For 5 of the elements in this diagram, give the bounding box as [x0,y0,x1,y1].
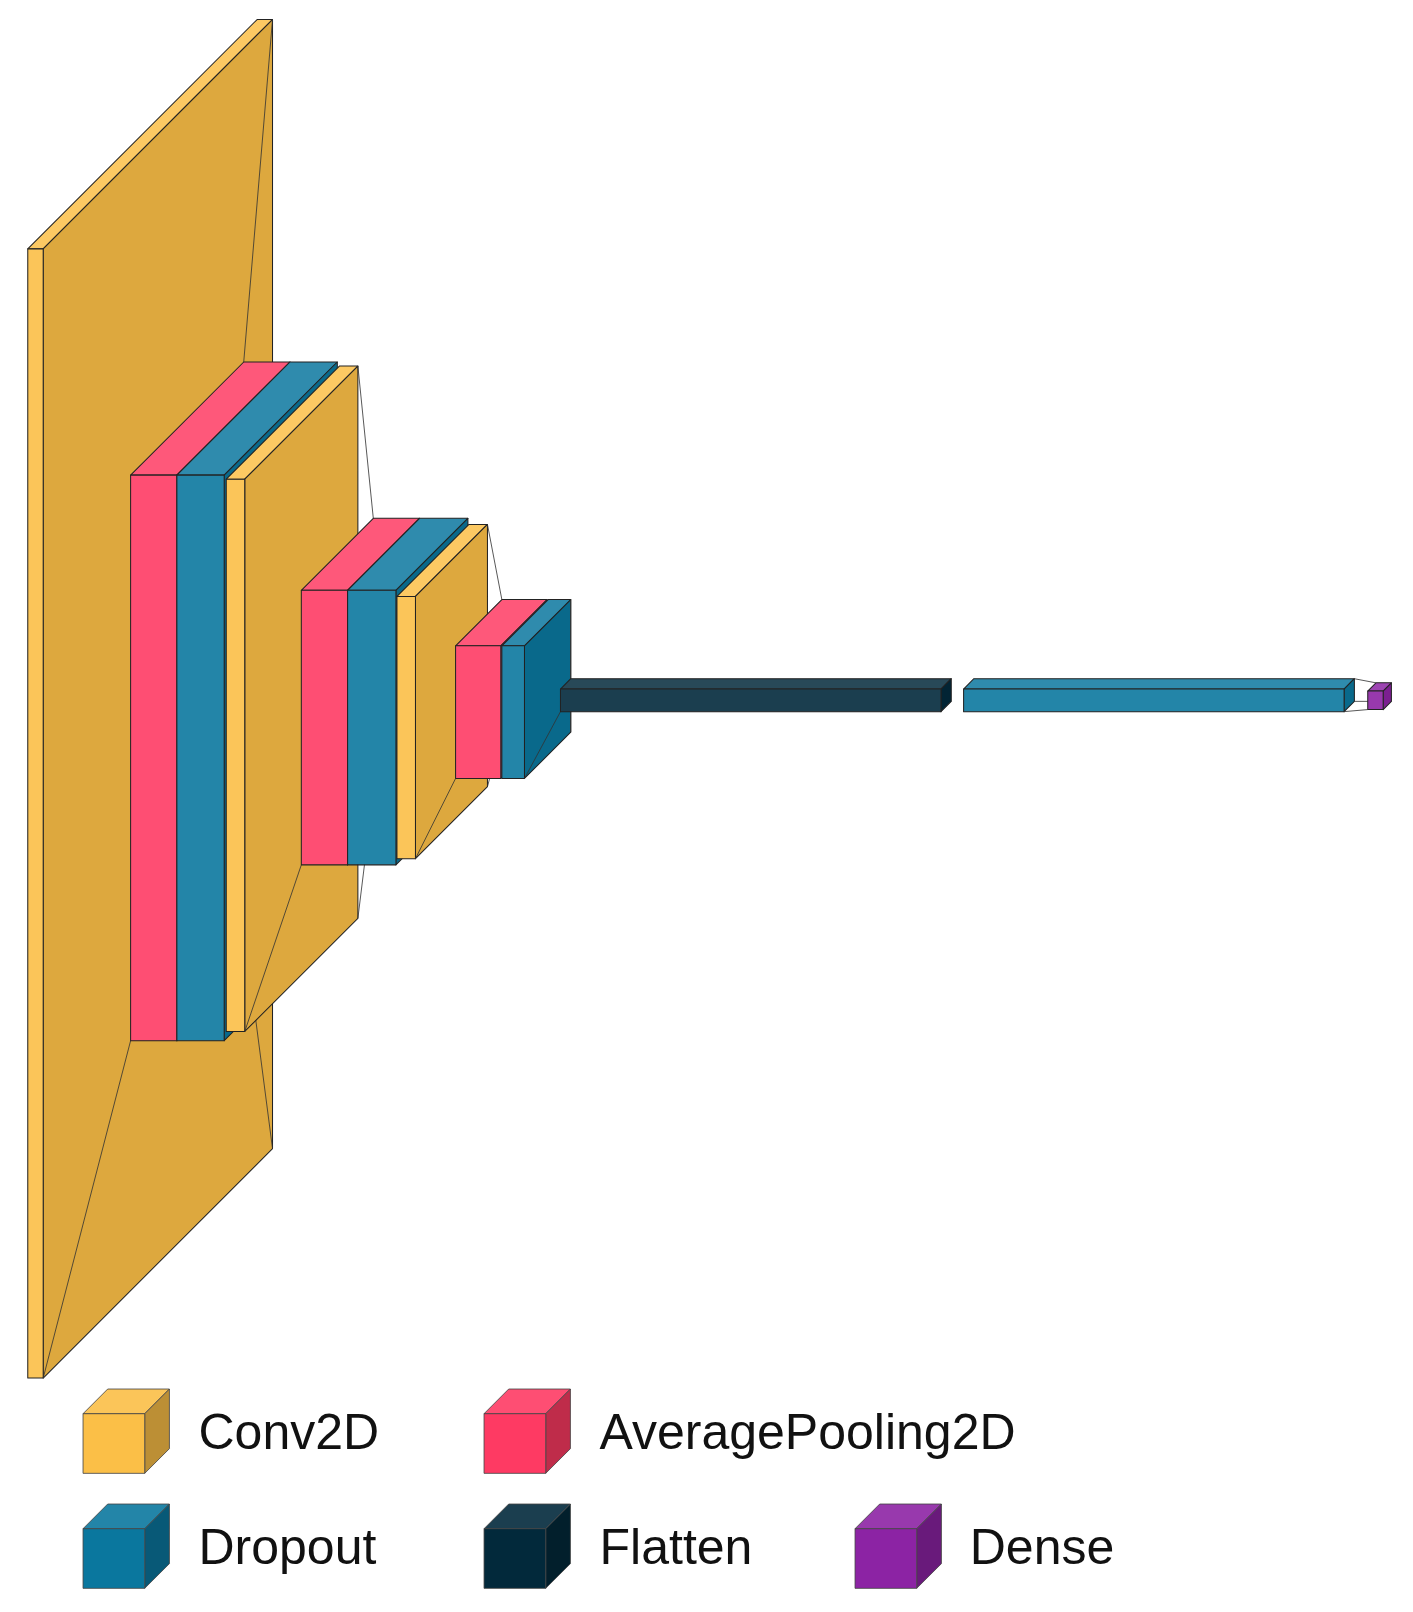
legend-label: Dense [969,1522,1115,1572]
legend-label: Dropout [198,1522,377,1572]
legend-label: Flatten [599,1522,753,1572]
legend-label: Conv2D [198,1406,380,1457]
legend-label: AveragePooling2D [599,1406,1016,1457]
